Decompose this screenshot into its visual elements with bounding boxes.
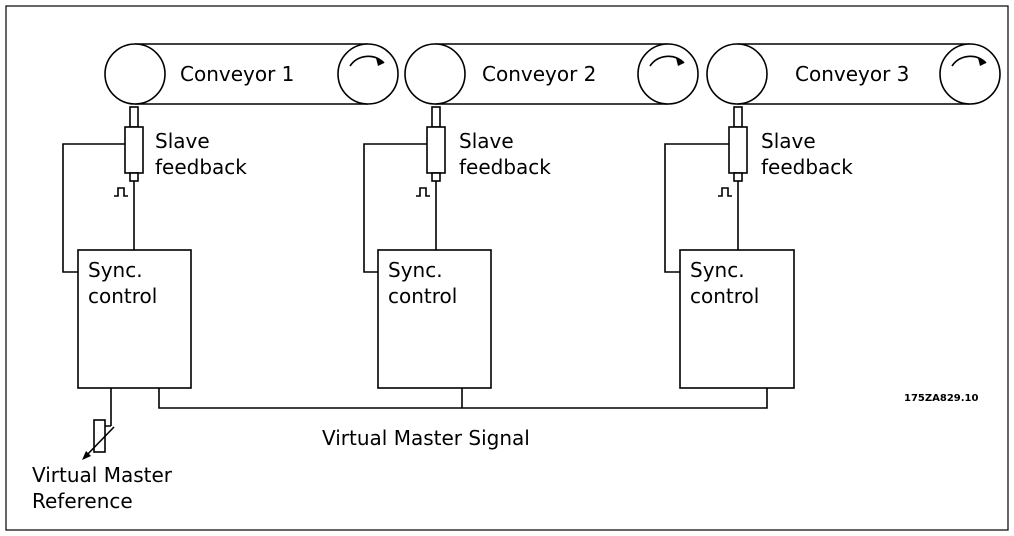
sync-control-label-line1: Sync.	[690, 258, 745, 282]
potentiometer-body	[93, 419, 106, 453]
drive-roller	[637, 43, 699, 105]
encoder-tail	[431, 172, 441, 182]
sync-control-label-line2: control	[88, 284, 157, 308]
arrowhead-icon	[376, 58, 384, 66]
conveyor-label: Conveyor 3	[795, 62, 909, 86]
potentiometer-wiper	[83, 426, 115, 459]
drive-roller	[939, 43, 1001, 105]
unit-2: Conveyor 2 Slave feedback Sync. control	[363, 43, 699, 389]
encoder-label-line2: feedback	[155, 155, 247, 179]
encoder-loop-wire	[664, 143, 729, 273]
encoder-loop-wire	[363, 143, 427, 273]
encoder-body	[728, 126, 748, 174]
sync-control-box	[377, 249, 492, 389]
encoder-label-line1: Slave	[155, 129, 210, 153]
encoder-loop-wire	[62, 143, 125, 273]
figure-code: 175ZA829.10	[904, 393, 978, 404]
encoder-shaft	[431, 106, 441, 128]
sync-control-box	[77, 249, 192, 389]
rotation-arrow-icon	[649, 55, 685, 67]
slave-encoder: Slave feedback	[416, 106, 551, 197]
encoder-tail	[733, 172, 743, 182]
encoder-label-line1: Slave	[761, 129, 816, 153]
virtual-master-bus: Virtual Master Signal	[158, 388, 768, 450]
sync-control-label-line2: control	[388, 284, 457, 308]
pulse-icon	[114, 187, 128, 197]
arrowhead-icon	[978, 58, 986, 66]
rotation-arrow-icon	[951, 55, 987, 67]
encoder-body	[124, 126, 144, 174]
encoder-label-line2: feedback	[761, 155, 853, 179]
encoder-shaft	[733, 106, 743, 128]
bus-label: Virtual Master Signal	[322, 426, 530, 450]
reference-label-line2: Reference	[32, 489, 133, 513]
unit-3: Conveyor 3 Slave feedback Sync. control	[664, 43, 1001, 389]
encoder-tail	[129, 172, 139, 182]
unit-1: Conveyor 1 Slave feedback Sync. control	[62, 43, 399, 389]
reference-label-line1: Virtual Master	[32, 463, 173, 487]
sync-control-box	[679, 249, 795, 389]
encoder-label-line1: Slave	[459, 129, 514, 153]
sync-control-label-line1: Sync.	[88, 258, 143, 282]
sync-control-label-line1: Sync.	[388, 258, 443, 282]
encoder-shaft	[129, 106, 139, 128]
rotation-arrow-icon	[349, 55, 385, 67]
conveyor-belt: Conveyor 3	[706, 43, 1001, 105]
conveyor-label: Conveyor 1	[180, 62, 294, 86]
belt-roller	[104, 43, 166, 105]
sync-control-label-line2: control	[690, 284, 759, 308]
wiper-arrowhead-icon	[82, 451, 91, 460]
encoder-body	[426, 126, 446, 174]
pulse-icon	[416, 187, 430, 197]
conveyor-belt: Conveyor 2	[404, 43, 699, 105]
slave-encoder: Slave feedback	[718, 106, 853, 197]
drive-roller	[337, 43, 399, 105]
arrowhead-icon	[676, 58, 684, 66]
figure-border	[5, 5, 1009, 531]
conveyor-belt: Conveyor 1	[104, 43, 399, 105]
virtual-master-reference: Virtual Master Reference	[32, 388, 173, 513]
belt-roller	[404, 43, 466, 105]
bus-line	[158, 388, 768, 409]
belt-roller	[706, 43, 768, 105]
conveyor-label: Conveyor 2	[482, 62, 596, 86]
pulse-icon	[718, 187, 732, 197]
encoder-label-line2: feedback	[459, 155, 551, 179]
slave-encoder: Slave feedback	[114, 106, 247, 197]
